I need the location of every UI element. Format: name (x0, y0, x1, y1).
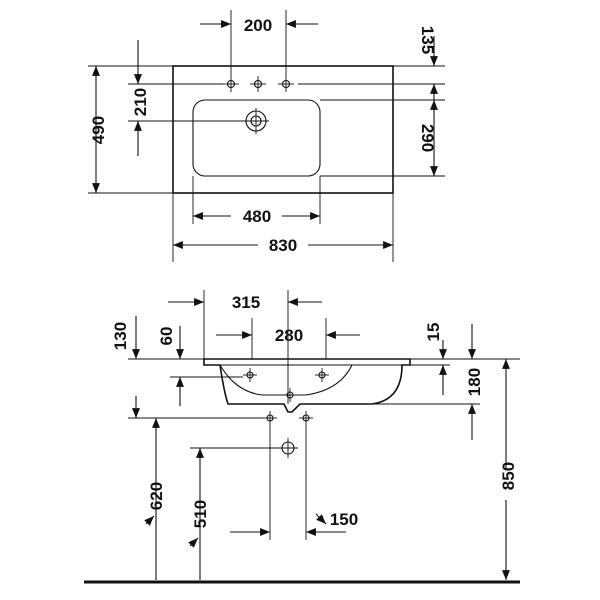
dim-bowl-height: 180 (465, 368, 484, 396)
dim-pipe-spacing: 150 (330, 510, 358, 529)
dim-tap-to-bowl: 210 (131, 88, 150, 116)
dim-tap-offset: 135 (418, 26, 437, 54)
dim-overall-width: 830 (269, 236, 297, 255)
dim-tap-spacing: 200 (244, 16, 272, 35)
dim-siphon-height: 620 (147, 482, 166, 510)
tap-hole-icons (223, 76, 294, 92)
dim-install-height: 850 (499, 462, 518, 490)
dim-depth: 490 (89, 116, 108, 144)
dim-rim-thickness: 15 (424, 323, 443, 342)
dim-height-130: 130 (111, 322, 130, 350)
top-view: 200 135 490 210 290 480 (88, 10, 445, 262)
dim-bowl-width: 480 (243, 207, 271, 226)
bowl-outline-top (192, 99, 321, 177)
dim-height-60: 60 (157, 327, 176, 346)
side-view: 315 280 130 60 15 180 620 (84, 290, 520, 584)
dim-drain-offset: 315 (232, 293, 260, 312)
dim-drain-height: 510 (191, 500, 210, 528)
drain-icon (243, 108, 269, 134)
dim-bowl-depth: 290 (418, 124, 437, 152)
basin-profile (203, 358, 411, 413)
fitting-icons (243, 368, 329, 458)
dim-bowl-front: 280 (275, 326, 303, 345)
basin-outline-top (172, 65, 394, 194)
